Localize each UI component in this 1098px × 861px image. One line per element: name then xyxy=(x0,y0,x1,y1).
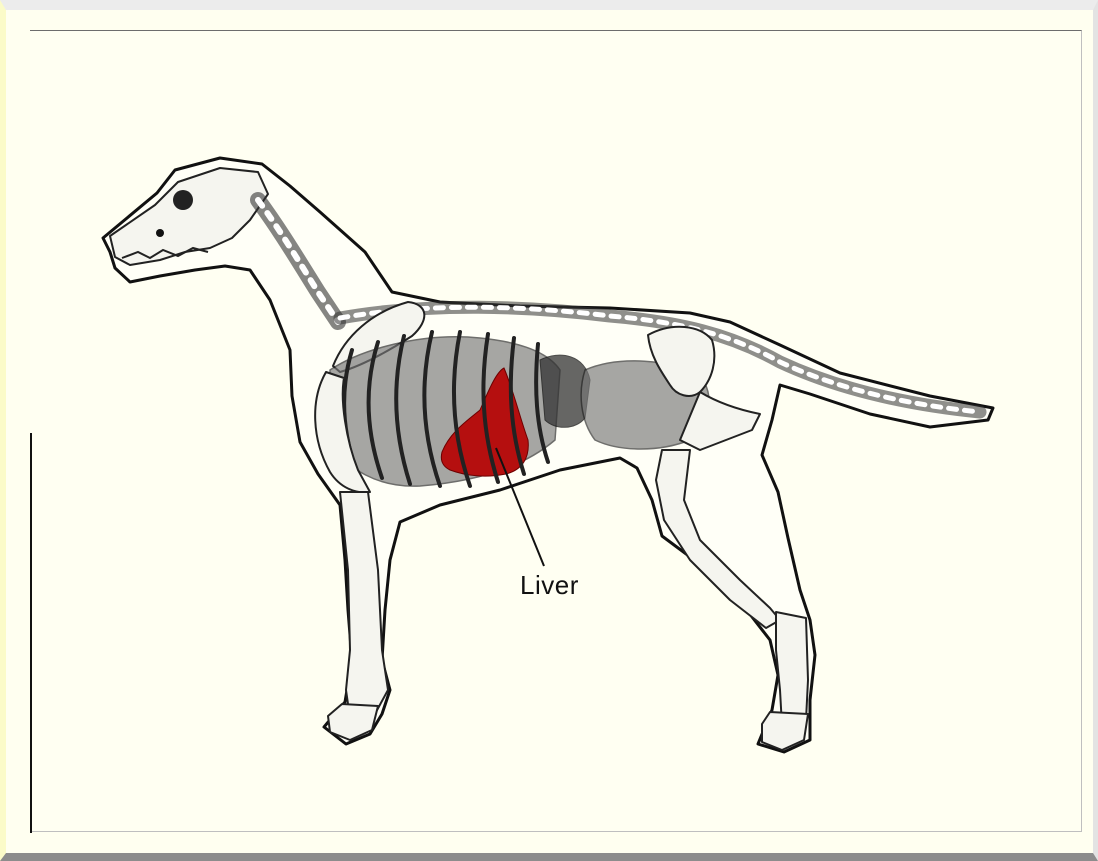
liver-label: Liver xyxy=(520,572,579,598)
nostril-mark xyxy=(156,229,164,237)
dog-body-outline xyxy=(103,158,993,752)
eye-socket xyxy=(173,190,193,210)
hind-foot-bone xyxy=(776,612,808,726)
